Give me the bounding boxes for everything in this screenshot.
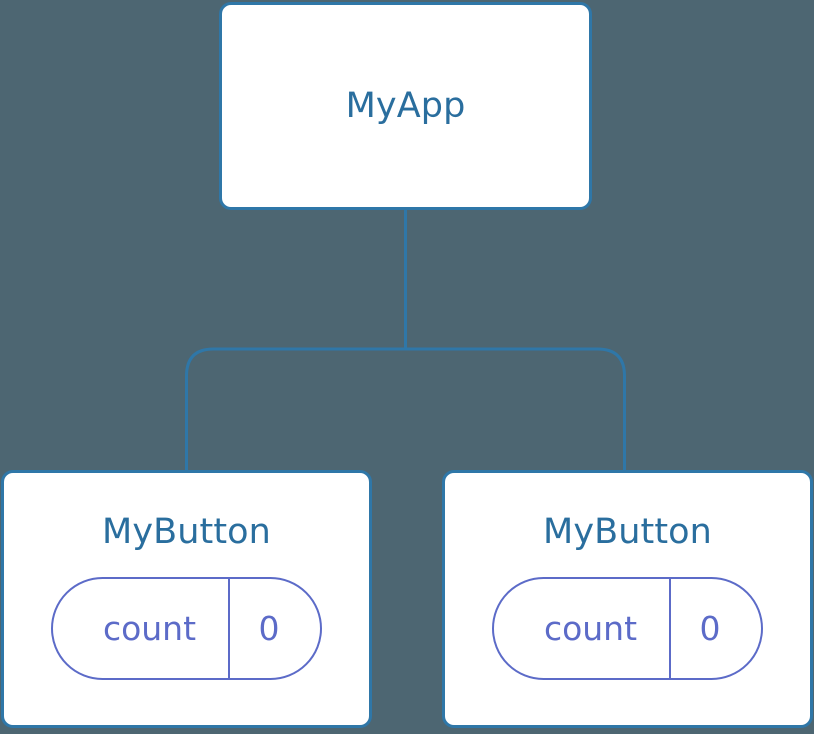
node-title: MyButton — [102, 512, 271, 552]
pill-divider — [669, 579, 671, 678]
node-title: MyButton — [543, 512, 712, 552]
node-title: MyApp — [345, 85, 466, 126]
node-myapp[interactable]: MyApp — [219, 2, 592, 210]
state-pill[interactable]: count 0 — [51, 577, 322, 680]
state-value: 0 — [699, 609, 721, 648]
state-key: count — [102, 609, 197, 648]
state-pill[interactable]: count 0 — [492, 577, 763, 680]
node-mybutton-2[interactable]: MyButton count 0 — [442, 470, 813, 728]
state-key: count — [543, 609, 638, 648]
node-mybutton-1[interactable]: MyButton count 0 — [1, 470, 372, 728]
pill-divider — [228, 579, 230, 678]
state-value: 0 — [258, 609, 280, 648]
connector-bracket — [185, 347, 626, 470]
